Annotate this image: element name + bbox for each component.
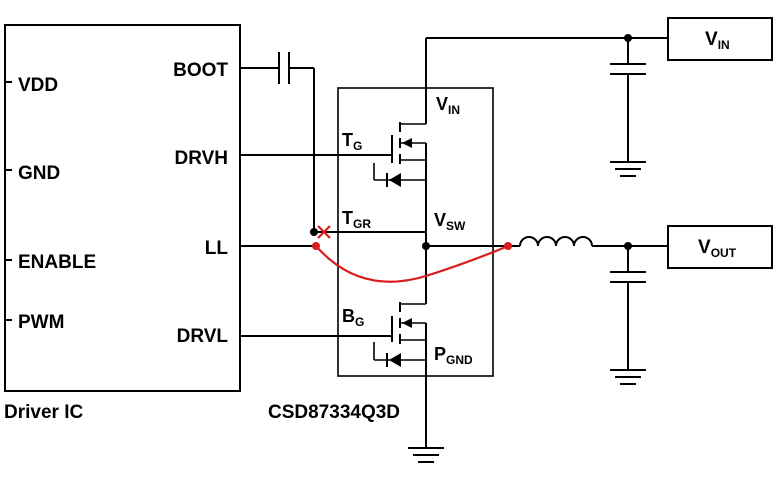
pin-boot: BOOT: [173, 60, 228, 81]
pin-ll: LL: [205, 238, 229, 259]
pin-pwm: PWM: [18, 312, 64, 333]
vin-terminal-label: VIN: [705, 29, 730, 52]
label-tg: TG: [342, 130, 362, 153]
label-bg: BG: [342, 306, 364, 329]
pin-gnd: GND: [18, 163, 60, 184]
label-vin-internal: VIN: [436, 94, 460, 117]
pin-vdd: VDD: [18, 75, 58, 96]
driver-ic-box: [4, 24, 241, 392]
module-label: CSD87334Q3D: [268, 402, 400, 423]
pin-drvh: DRVH: [175, 148, 229, 169]
vout-terminal-label: VOUT: [698, 237, 737, 260]
high-side-mosfet: [373, 122, 426, 187]
output-inductor: [519, 236, 668, 247]
ground-symbol-module: [408, 447, 444, 463]
driver-ic-label: Driver IC: [4, 402, 83, 423]
output-capacitor: [610, 246, 646, 385]
boot-capacitor: [240, 52, 315, 232]
label-pgnd: PGND: [434, 344, 473, 367]
low-side-mosfet: [373, 302, 426, 367]
vout-terminal-box: [667, 225, 773, 269]
input-capacitor: [610, 38, 646, 177]
label-vsw: VSW: [434, 210, 466, 233]
vin-terminal-box: [667, 17, 773, 61]
label-tgr: TGR: [342, 208, 371, 231]
red-reroute: [312, 225, 512, 283]
pin-drvl: DRVL: [177, 326, 229, 347]
pin-enable: ENABLE: [18, 252, 96, 273]
